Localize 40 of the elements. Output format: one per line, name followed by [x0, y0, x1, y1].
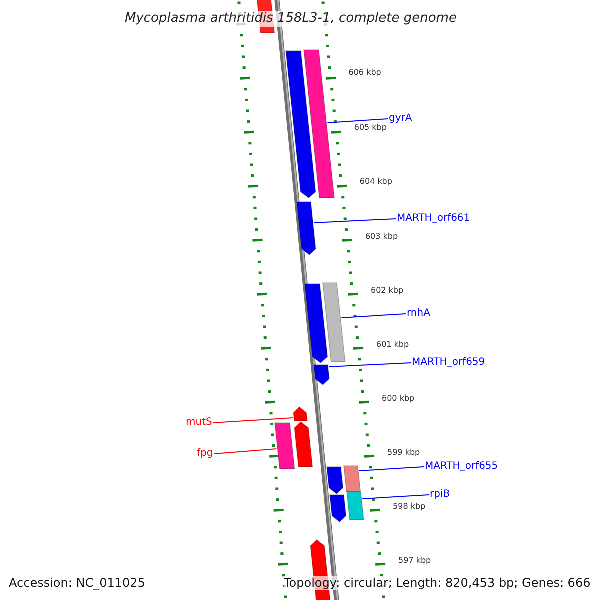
leader-line	[314, 218, 396, 224]
leader-line	[328, 362, 412, 368]
scale-label: 606 kbp	[348, 67, 382, 79]
genome-summary: Topology: circular; Length: 820,453 bp; Genes: 666	[284, 576, 591, 590]
gene-block	[330, 494, 347, 523]
gene-block	[314, 364, 330, 386]
leader-line	[327, 118, 388, 124]
leader-line	[359, 466, 424, 472]
gene-label: MARTH_orf661	[397, 213, 470, 225]
gene-bar	[274, 422, 296, 470]
scale-label: 600 kbp	[382, 393, 415, 405]
leader-line	[362, 494, 430, 500]
scale-label: 602 kbp	[370, 285, 404, 297]
gene-block	[293, 406, 308, 422]
gene-bar	[304, 50, 335, 198]
gene-bar	[344, 466, 362, 492]
leader-line	[212, 418, 294, 424]
gene-label: MARTH_orf659	[412, 357, 486, 369]
gene-label: rnhA	[407, 308, 430, 320]
scale-label: 597 kbp	[398, 555, 432, 567]
gene-bar	[322, 282, 346, 362]
diagram-title: Mycoplasma arthritidis 158L3-1, complete genome	[125, 11, 457, 27]
gene-label: fpg	[197, 448, 214, 460]
gene-label: mutS	[186, 417, 212, 429]
gene-block	[296, 202, 316, 256]
gene-label: gyrA	[389, 113, 412, 125]
leader-line	[214, 448, 278, 454]
scale-label: 601 kbp	[376, 339, 410, 351]
scale-label: 604 kbp	[360, 176, 392, 188]
scale-label: 598 kbp	[393, 501, 426, 513]
scale-label: 599 kbp	[388, 447, 420, 459]
gene-label: MARTH_orf655	[425, 461, 498, 473]
leader-line	[341, 314, 406, 318]
scale-label: 603 kbp	[365, 231, 398, 243]
gene-label: rpiB	[430, 489, 450, 501]
accession-text: Accession: NC_011025	[9, 576, 146, 590]
scale-label: 605 kbp	[354, 122, 387, 134]
gene-bar	[346, 492, 364, 520]
gene-block	[326, 466, 344, 495]
gene-block	[286, 50, 316, 199]
